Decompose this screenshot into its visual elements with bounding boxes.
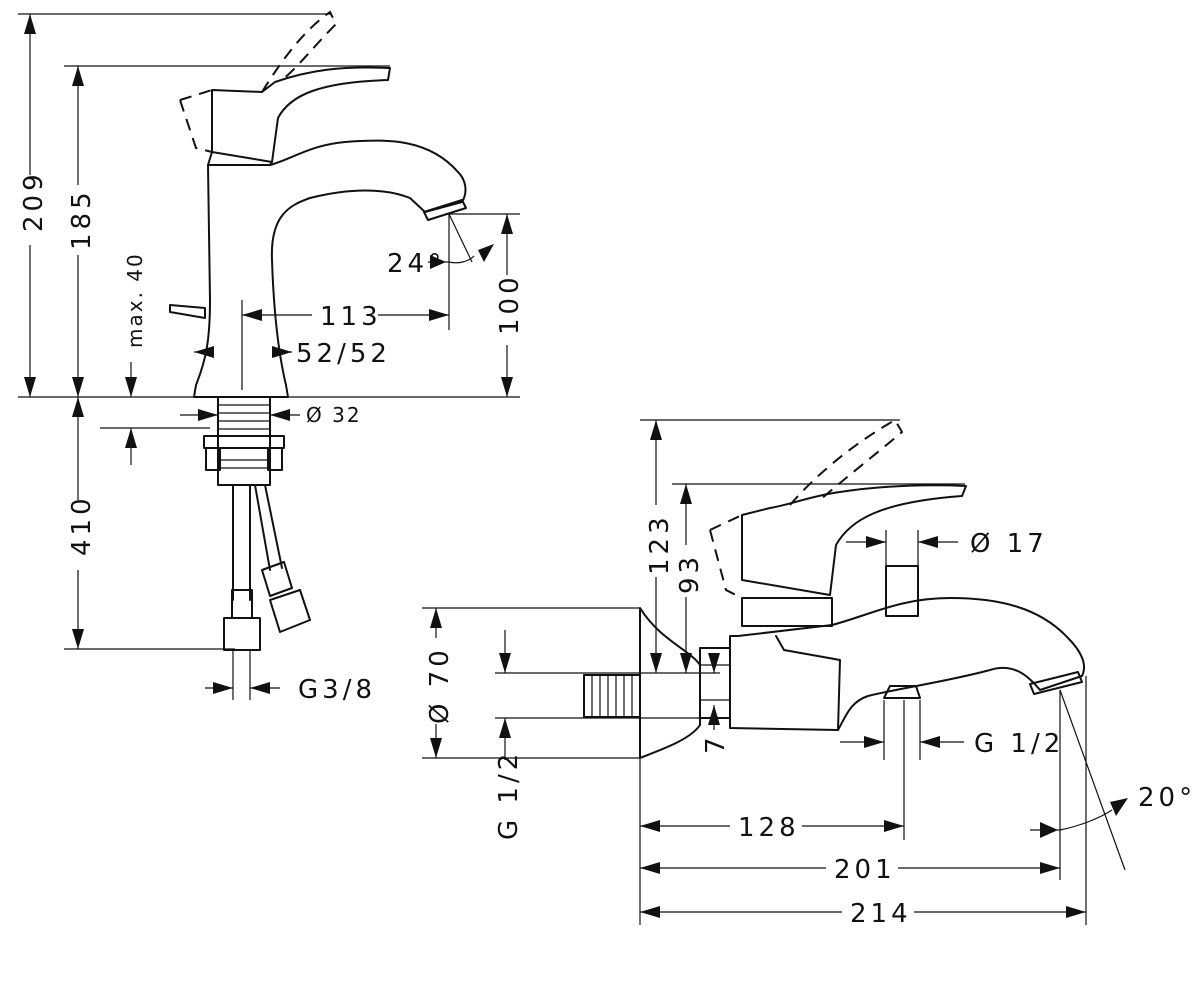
angle-24-arc [428,255,475,264]
inlet-threads [591,675,633,717]
label-7: 7 [701,733,731,754]
angle-20-arrow-right [1110,798,1128,816]
angle-20-arrow-left [1040,822,1058,838]
label-410: 410 [67,494,97,556]
label-201: 201 [834,855,896,885]
label-209: 209 [19,170,49,232]
label-5252: 52/52 [296,339,391,369]
basin-body [193,139,467,398]
bath-body-facet [775,635,841,731]
bath-lever [741,484,967,596]
bath-inlet-thread [583,674,641,718]
basin-lever [211,66,391,163]
hose-1-nut [223,617,261,651]
bath-body [729,597,1086,731]
shank-nut-left [205,447,221,471]
hose-2-crimp [261,561,293,597]
label-dia17: Ø 17 [970,529,1048,559]
label-123: 123 [645,513,675,575]
basin-aerator [423,199,467,221]
label-93: 93 [675,553,705,594]
shank-nut-right [267,447,283,471]
label-24: 24° [387,249,445,279]
bath-aerator [1029,671,1083,695]
label-g38: G3/8 [298,675,376,705]
hose-2-nut [269,589,311,633]
angle-24-arrow-right [478,244,494,262]
label-214: 214 [850,899,912,929]
basin-mixer: 209 185 max. 40 410 113 100 24° 52/52 [14,10,525,705]
popup-rod [169,304,206,319]
basin-lever-dashed [179,10,338,153]
bath-diverter-knob [885,565,919,617]
label-g12-right: G 1/2 [974,729,1064,759]
basin-shank [217,396,271,486]
bath-mixer: 123 93 7 Ø 17 Ø 70 G 1/2 G 1/2 [420,418,1196,929]
hose-2 [254,484,283,571]
angle-20-line [1059,689,1126,871]
shank-washer [203,435,285,449]
angle-20-arc [1030,809,1113,831]
shank-threads [218,404,270,469]
bath-escutcheon [639,607,701,759]
label-20: 20° [1138,783,1196,813]
bath-lever-base [741,597,833,627]
angle-24-arrow-left [430,255,446,269]
label-dia32: Ø 32 [306,403,362,427]
bath-union-nut [699,647,731,719]
label-max40: max. 40 [123,252,147,348]
bath-lever-dashed [709,418,904,599]
label-185: 185 [67,188,97,250]
angle-24-line [448,213,473,263]
bath-diverter-outlet [883,685,921,699]
label-dia70: Ø 70 [425,646,455,724]
label-113: 113 [320,302,382,332]
label-g12-left: G 1/2 [494,750,524,840]
hose-1 [232,484,251,601]
label-128: 128 [738,813,800,843]
label-100: 100 [495,273,525,335]
basin-lever-neck [207,151,273,166]
